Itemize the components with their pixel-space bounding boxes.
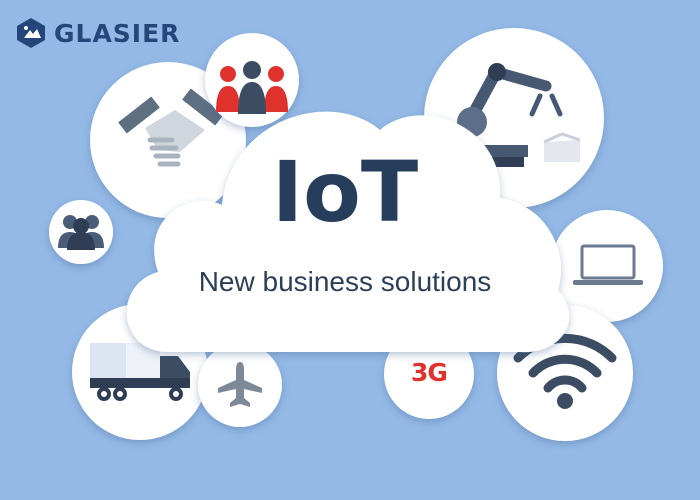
hero-subtitle: New business solutions xyxy=(198,266,492,297)
users-icon xyxy=(49,200,113,264)
truck-icon xyxy=(72,304,208,440)
glasier-logo-icon xyxy=(17,18,45,48)
brand-logo: GLASIER xyxy=(14,16,180,50)
hero-cloud xyxy=(126,111,570,353)
network-3g-label: 3G xyxy=(411,358,448,387)
hero-title: IoT xyxy=(271,143,419,241)
handshake-icon xyxy=(90,62,246,218)
airplane-icon xyxy=(198,343,282,427)
brand-name: GLASIER xyxy=(54,18,181,48)
laptop-icon xyxy=(551,210,663,322)
people-group-icon xyxy=(205,33,299,127)
